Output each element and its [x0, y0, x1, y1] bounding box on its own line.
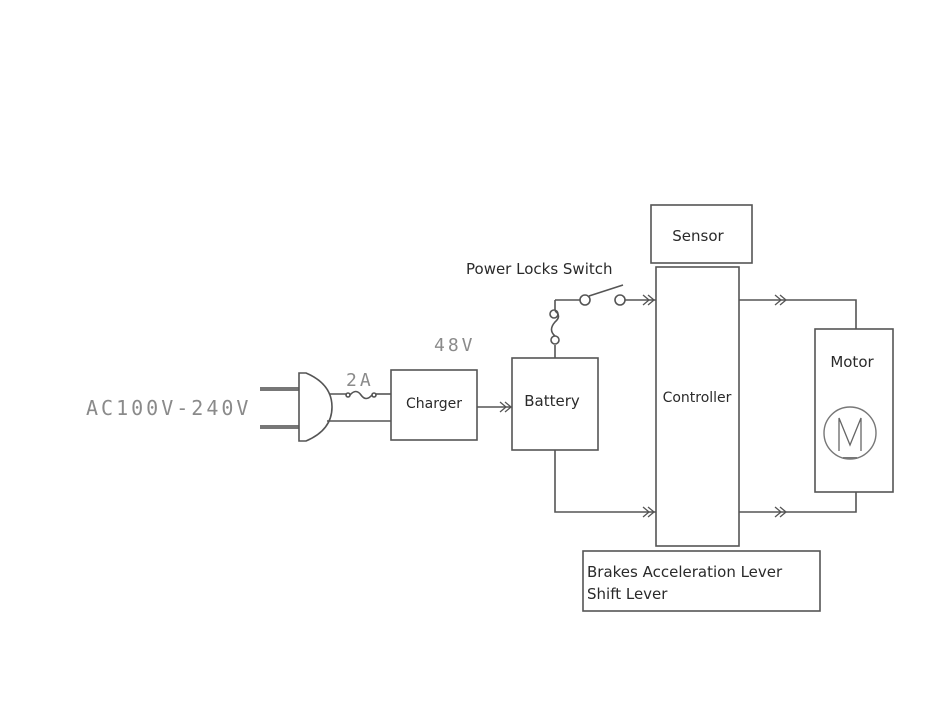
wire-controller-motor-bottom	[739, 492, 856, 512]
battery-label: Battery	[524, 392, 580, 410]
power-locks-switch-icon[interactable]	[580, 285, 625, 305]
charger-label: Charger	[406, 396, 462, 412]
input-voltage-label: AC100V-240V	[86, 396, 251, 420]
battery-fuse-icon	[550, 310, 559, 344]
wire-battery-controller	[555, 450, 656, 512]
switch-label: Power Locks Switch	[466, 260, 613, 278]
wire-controller-motor-top	[739, 300, 856, 329]
fuse-rating-label: 2A	[346, 370, 374, 391]
ac-plug-icon	[260, 373, 332, 441]
sensor-label: Sensor	[672, 227, 724, 245]
controller-label: Controller	[663, 390, 732, 406]
fuse-icon	[330, 392, 391, 399]
battery-voltage-label: 48V	[434, 335, 476, 356]
controller-block	[656, 267, 739, 546]
inputs-line2: Shift Lever	[587, 585, 668, 603]
inputs-line1: Brakes Acceleration Lever	[587, 563, 783, 581]
motor-label: Motor	[830, 353, 874, 371]
